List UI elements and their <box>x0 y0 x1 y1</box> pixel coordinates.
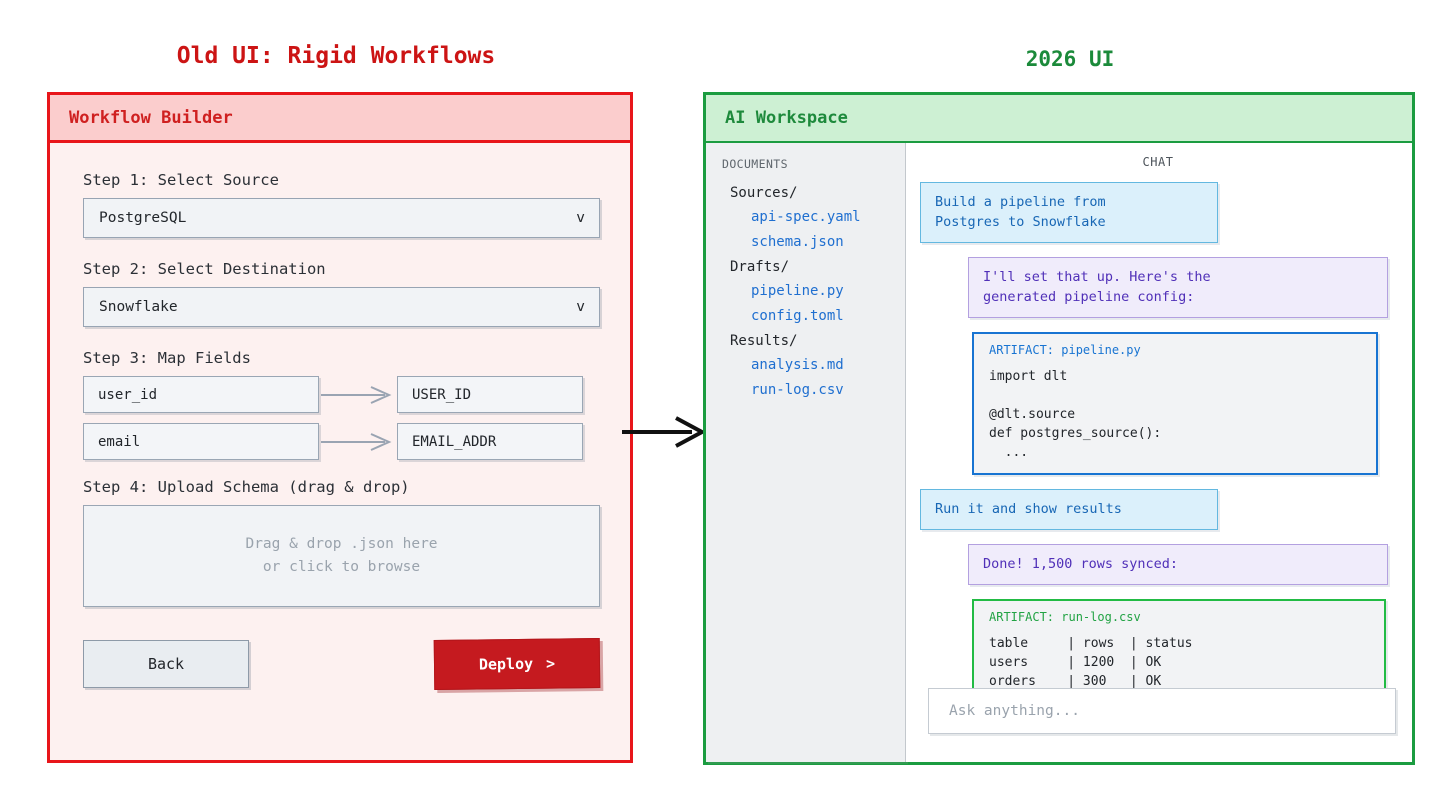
sidebar-file-pipeline-py[interactable]: pipeline.py <box>751 283 844 299</box>
chat-heading: CHAT <box>1142 155 1174 169</box>
destination-select[interactable]: Snowflake v <box>83 287 600 327</box>
workflow-footer: Back Deploy > <box>83 637 601 691</box>
ai-workspace-title: AI Workspace <box>725 108 848 128</box>
sidebar-folder-sources[interactable]: Sources/ <box>730 185 798 201</box>
workflow-builder-body: Step 1: Select Source PostgreSQL v Step … <box>50 143 630 691</box>
old-ui-panel: Workflow Builder Step 1: Select Source P… <box>47 92 633 763</box>
ai-workspace-panel: AI Workspace DOCUMENTS Sources/ api-spec… <box>703 92 1415 765</box>
field-map-row: user_id USER_ID <box>83 376 600 413</box>
sidebar-folder-drafts[interactable]: Drafts/ <box>730 259 790 275</box>
field-map-row: email EMAIL_ADDR <box>83 423 600 460</box>
documents-sidebar: DOCUMENTS Sources/ api-spec.yaml schema.… <box>706 143 906 762</box>
dropzone-line-1: Drag & drop .json here <box>245 536 438 552</box>
chat-input[interactable]: Ask anything... <box>928 688 1396 734</box>
artifact-result-table: table | rows | status users | 1200 | OK … <box>989 636 1193 689</box>
artifact-code-body: import dlt @dlt.source def postgres_sour… <box>989 369 1162 460</box>
step3-label: Step 3: Map Fields <box>83 349 251 367</box>
artifact-header-label: ARTIFACT: pipeline.py <box>989 343 1141 357</box>
sidebar-folder-results[interactable]: Results/ <box>730 333 798 349</box>
chat-message-assistant: I'll set that up. Here's the generated p… <box>968 257 1388 318</box>
step1-label: Step 1: Select Source <box>83 171 279 189</box>
step4-label: Step 4: Upload Schema (drag & drop) <box>83 478 410 496</box>
chat-message-assistant: Done! 1,500 rows synced: <box>968 544 1388 585</box>
field-map-source-input[interactable]: email <box>83 423 319 460</box>
sidebar-file-api-spec-yaml[interactable]: api-spec.yaml <box>751 209 861 225</box>
source-select[interactable]: PostgreSQL v <box>83 198 600 238</box>
step2-label: Step 2: Select Destination <box>83 260 326 278</box>
schema-dropzone[interactable]: Drag & drop .json here or click to brows… <box>83 505 600 607</box>
artifact-run-log-csv[interactable]: ARTIFACT: run-log.csv table | rows | sta… <box>972 599 1386 704</box>
chat-pane: CHAT Build a pipeline from Postgres to S… <box>906 143 1412 762</box>
new-ui-title: 2026 UI <box>1025 47 1115 71</box>
artifact-pipeline-py[interactable]: ARTIFACT: pipeline.py import dlt @dlt.so… <box>972 332 1378 475</box>
arrow-right-icon <box>319 385 397 404</box>
source-select-value: PostgreSQL <box>99 210 187 226</box>
workflow-builder-header: Workflow Builder <box>50 95 630 143</box>
sidebar-file-schema-json[interactable]: schema.json <box>751 234 844 250</box>
transition-arrow-icon <box>620 410 710 454</box>
sidebar-file-analysis-md[interactable]: analysis.md <box>751 357 844 373</box>
documents-heading: DOCUMENTS <box>722 157 788 171</box>
field-map-source-input[interactable]: user_id <box>83 376 319 413</box>
sidebar-file-run-log-csv[interactable]: run-log.csv <box>751 382 844 398</box>
field-map-target-input[interactable]: USER_ID <box>397 376 583 413</box>
field-map-target-input[interactable]: EMAIL_ADDR <box>397 423 583 460</box>
back-button[interactable]: Back <box>83 640 249 688</box>
chevron-down-icon: v <box>576 210 585 226</box>
chat-input-placeholder: Ask anything... <box>949 703 1080 719</box>
sidebar-file-config-toml[interactable]: config.toml <box>751 308 844 324</box>
destination-select-value: Snowflake <box>99 299 178 315</box>
old-ui-title: Old UI: Rigid Workflows <box>176 43 496 69</box>
deploy-button-label: Deploy <box>478 654 534 674</box>
chat-message-user: Build a pipeline from Postgres to Snowfl… <box>920 182 1218 243</box>
chevron-right-icon: > <box>545 654 556 673</box>
dropzone-line-2: or click to browse <box>262 559 421 575</box>
deploy-button[interactable]: Deploy > <box>433 637 601 691</box>
ai-workspace-header: AI Workspace <box>706 95 1412 143</box>
workflow-builder-title: Workflow Builder <box>69 107 233 128</box>
ai-workspace-body: DOCUMENTS Sources/ api-spec.yaml schema.… <box>706 143 1412 762</box>
arrow-right-icon <box>319 432 397 451</box>
chat-message-user: Run it and show results <box>920 489 1218 530</box>
artifact-header-label: ARTIFACT: run-log.csv <box>989 610 1141 624</box>
chevron-down-icon: v <box>576 299 585 315</box>
